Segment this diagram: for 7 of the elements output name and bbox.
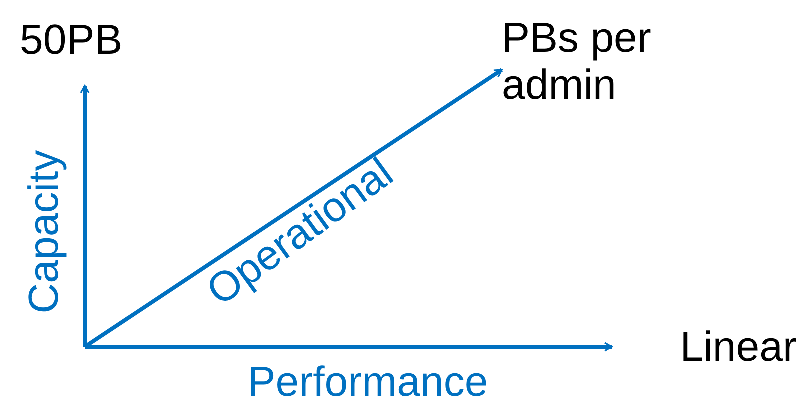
axis-end-label: PBs per admin bbox=[502, 14, 652, 108]
axis-end-label: Linear bbox=[680, 323, 797, 371]
axis-label: Capacity bbox=[23, 150, 65, 314]
arrow bbox=[85, 342, 613, 352]
axis-end-label: 50PB bbox=[20, 16, 123, 64]
axis-label: Performance bbox=[248, 361, 488, 403]
arrow bbox=[80, 85, 90, 347]
